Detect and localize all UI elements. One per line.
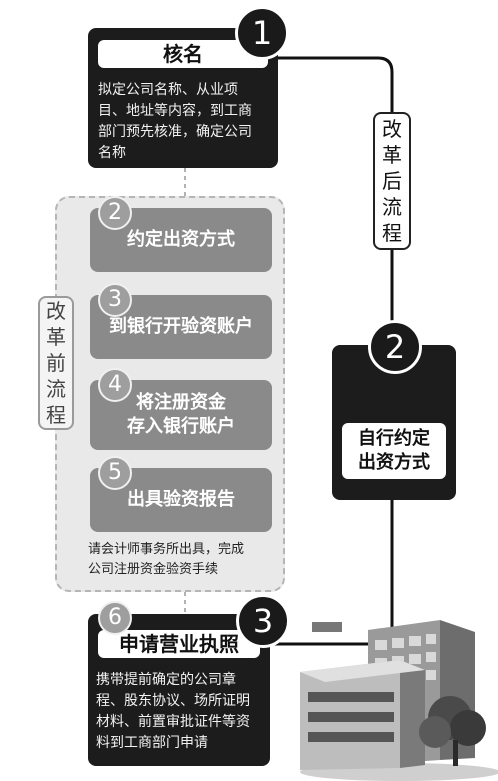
- step-name-check-title: 核名: [98, 40, 268, 68]
- connector-step1-to-step2: [278, 56, 394, 330]
- step-name-check-desc: 拟定公司名称、从业项 目、地址等内容，到工商 部门预先核准，确定公司 名称: [98, 82, 252, 161]
- step-number-1-badge: 1: [235, 6, 289, 60]
- old-step-number-4-badge: 4: [98, 368, 132, 402]
- old-step-number-3-badge: 3: [98, 283, 132, 317]
- new-step-number-2-badge: 2: [368, 320, 422, 374]
- office-building-illustration: [300, 620, 498, 781]
- old-step-number-6-badge: 6: [98, 601, 132, 635]
- new-step-self-agreed-contribution-title: 自行约定 出资方式: [342, 423, 446, 479]
- old-process-note: 请会计师事务所出具，完成 公司注册资金验资手续: [88, 542, 245, 577]
- reform-before-label: 改 革 前 流 程: [38, 296, 74, 430]
- old-step-open-bank-account: 到银行开验资账户: [90, 295, 272, 359]
- reform-after-label: 改 革 后 流 程: [373, 112, 411, 250]
- old-step-number-5-badge: 5: [98, 456, 132, 490]
- step-number-3-badge: 3: [236, 594, 290, 648]
- step-business-license-title: 申请营业执照: [98, 630, 260, 658]
- step-business-license-box: 申请营业执照 携带提前确定的公司章 程、股东协议、场所证明 材料、前置审批证件等…: [88, 614, 270, 766]
- step-business-license-desc: 携带提前确定的公司章 程、股东协议、场所证明 材料、前置审批证件等资 料到工商部…: [96, 672, 250, 751]
- old-step-number-2-badge: 2: [98, 196, 132, 230]
